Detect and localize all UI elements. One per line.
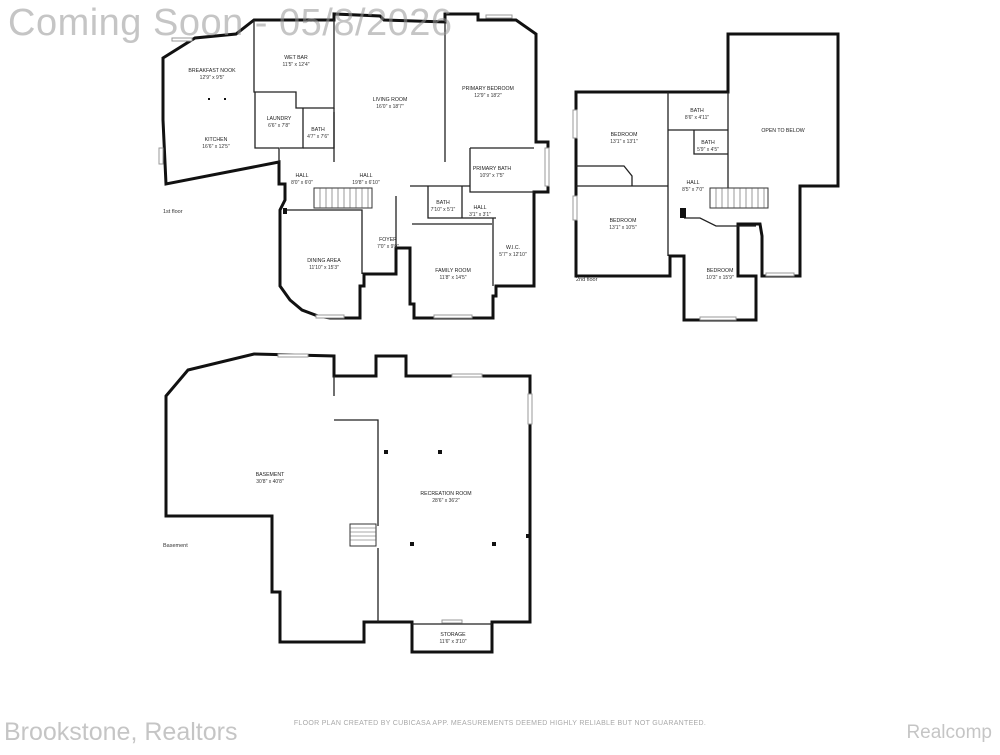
window <box>315 314 345 319</box>
room-name: PRIMARY BEDROOM <box>462 86 514 92</box>
watermark-coming-soon: Coming Soon - 05/8/2026 <box>8 2 453 44</box>
room-name: HALL <box>687 180 700 186</box>
room-name: DINING AREA <box>307 258 341 264</box>
room-name: HALL <box>296 173 309 179</box>
room-dims: 7'10" x 5'1" <box>431 207 456 213</box>
room-dims: 8'6" x 4'11" <box>685 115 709 121</box>
room-name: PRIMARY BATH <box>473 166 512 172</box>
second-floor-plan <box>572 32 840 322</box>
floor-label: Basement <box>163 543 188 549</box>
first-floor-labels: 1st floor BREAKFAST NOOK 12'9" x 9'5" KI… <box>163 55 527 281</box>
window <box>765 272 795 277</box>
room-dims: 7'0" x 9'9" <box>377 244 399 250</box>
room-name: BREAKFAST NOOK <box>188 68 236 74</box>
basement-labels: Basement BASEMENT 30'8" x 40'8" RECREATI… <box>163 472 472 645</box>
room-dims: 19'8" x 6'10" <box>352 180 380 186</box>
room-name: HALL <box>360 173 373 179</box>
room-dims: 5'7" x 12'10" <box>499 252 527 258</box>
room-name: LIVING ROOM <box>373 97 408 103</box>
window <box>527 393 533 425</box>
room-name: W.I.C. <box>506 245 520 251</box>
room-name: BATH <box>701 140 715 146</box>
room-dims: 5'9" x 4'5" <box>697 147 719 153</box>
room-name: RECREATION ROOM <box>420 491 471 497</box>
room-dims: 8'0" x 6'0" <box>291 180 313 186</box>
room-name: BEDROOM <box>707 268 734 274</box>
room-dims: 11'10" x 15'3" <box>309 265 339 271</box>
room-dims: 30'8" x 40'8" <box>256 479 284 485</box>
room-name: BATH <box>690 108 704 114</box>
room-name: BATH <box>311 127 325 133</box>
room-name: BATH <box>436 200 450 206</box>
room-dims: 11'6" x 3'10" <box>439 639 466 645</box>
room-name: BEDROOM <box>610 218 637 224</box>
first-floor-plan <box>158 12 550 320</box>
window <box>441 619 463 624</box>
watermark-brokerage: Brookstone, Realtors <box>4 718 238 746</box>
room-dims: 4'7" x 7'6" <box>307 134 329 140</box>
room-dims: 10'3" x 15'9" <box>706 275 734 281</box>
window <box>171 37 193 42</box>
watermark-realcomp: Realcomp <box>906 722 992 743</box>
room-name: HALL <box>474 205 487 211</box>
window <box>572 109 578 139</box>
room-name: LAUNDRY <box>267 116 292 122</box>
stairs-basement <box>349 523 377 547</box>
room-dims: 28'6" x 36'2" <box>432 498 460 504</box>
stairs-second-floor <box>709 187 769 209</box>
room-name: FOYER <box>379 237 397 243</box>
window <box>699 316 737 321</box>
window <box>433 314 473 319</box>
room-dims: 12'9" x 9'5" <box>200 75 225 81</box>
floor-label: 2nd floor <box>576 277 598 283</box>
window <box>451 373 483 378</box>
room-name: KITCHEN <box>205 137 228 143</box>
window <box>485 14 513 19</box>
second-floor-labels: 2nd floor BEDROOM 13'1" x 13'1" BATH 8'6… <box>576 108 805 283</box>
floor-label: 1st floor <box>163 209 183 215</box>
basement-plan <box>164 352 533 654</box>
room-name: OPEN TO BELOW <box>761 128 804 134</box>
room-name: WET BAR <box>284 55 308 61</box>
room-name: STORAGE <box>440 632 466 638</box>
room-dims: 13'1" x 10'5" <box>609 225 637 231</box>
room-dims: 6'6" x 7'8" <box>268 123 290 129</box>
window <box>572 195 578 221</box>
room-dims: 3'1" x 3'1" <box>469 212 491 218</box>
room-dims: 16'6" x 12'5" <box>202 144 230 150</box>
room-dims: 11'5" x 12'4" <box>282 62 309 68</box>
disclaimer-text: FLOOR PLAN CREATED BY CUBICASA APP. MEAS… <box>293 720 707 727</box>
room-dims: 13'1" x 13'1" <box>610 139 638 145</box>
room-name: FAMILY ROOM <box>435 268 471 274</box>
room-dims: 11'8" x 14'5" <box>439 275 466 281</box>
window <box>158 147 164 165</box>
room-name: BEDROOM <box>611 132 638 138</box>
room-dims: 12'9" x 18'2" <box>474 93 502 99</box>
room-name: BASEMENT <box>256 472 285 478</box>
room-dims: 10'9" x 7'5" <box>480 173 505 179</box>
window <box>544 147 550 187</box>
room-dims: 8'5" x 7'0" <box>682 187 704 193</box>
stairs-first-floor <box>313 187 373 209</box>
window <box>277 353 309 358</box>
room-dims: 16'0" x 18'7" <box>376 104 404 110</box>
